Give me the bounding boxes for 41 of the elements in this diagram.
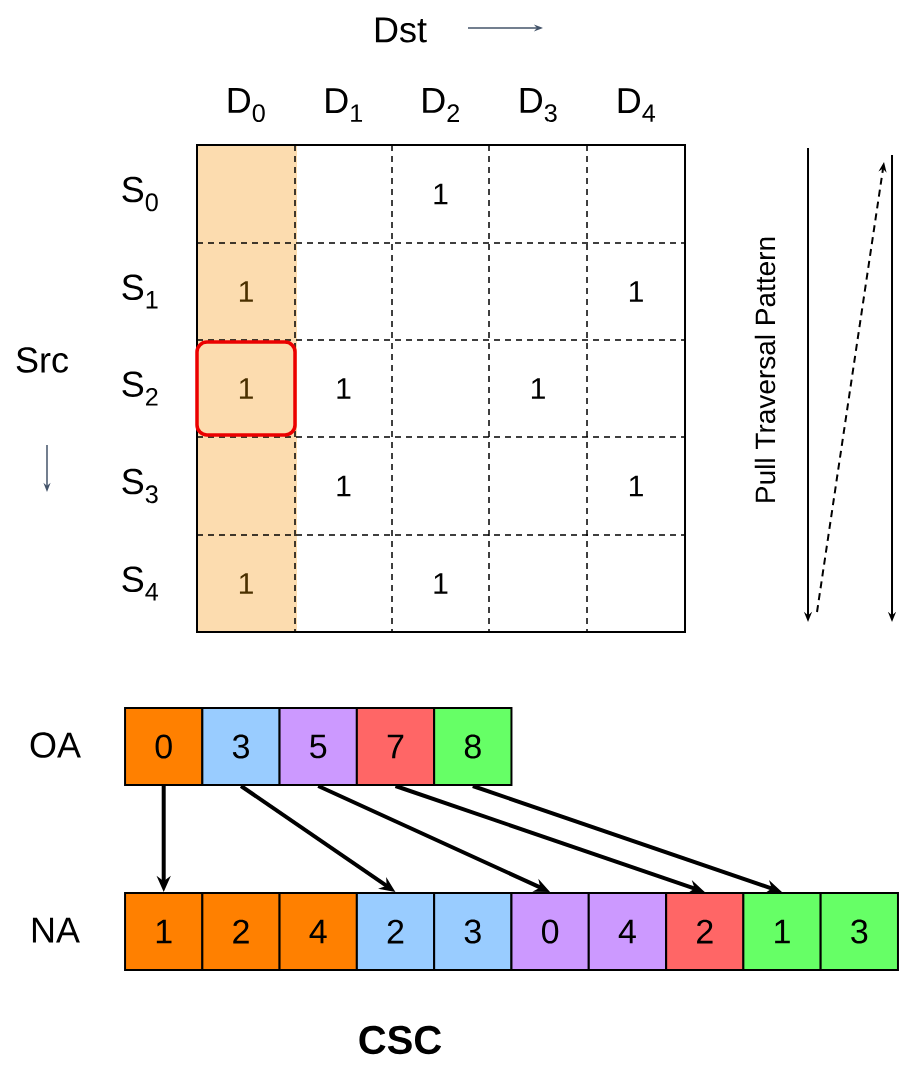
array-cell: 7 <box>355 707 436 786</box>
column-header: D$_{0}$ <box>228 88 265 122</box>
array-cell: 2 <box>665 892 745 971</box>
array-cell: 0 <box>510 892 590 971</box>
array-cell: 1 <box>124 892 204 971</box>
array-cell: 0 <box>124 707 204 786</box>
matrix-entry: 1 <box>434 573 448 594</box>
highlighted-cell: 1 <box>195 340 297 437</box>
column-header: D$_{2}$ <box>423 88 459 122</box>
matrix-entry: 1 <box>337 475 351 497</box>
row-header: S$_{0}$ <box>122 176 158 212</box>
array-label: NA <box>32 917 80 943</box>
axis-label: Src <box>16 347 69 373</box>
array-cell: 1 <box>742 892 822 971</box>
matrix-entry: 1 <box>337 378 351 399</box>
rotated-label: Pull Traversal Pattern <box>754 237 776 502</box>
caption: CSC <box>359 1025 442 1055</box>
row-header: S$_{4}$ <box>122 566 159 601</box>
array-label: OA <box>30 732 81 758</box>
row-header: S$_{2}$ <box>122 371 158 406</box>
array-cell: 3 <box>433 892 513 971</box>
column-header: D$_{3}$ <box>520 88 557 122</box>
axis-label: Dst <box>375 17 427 43</box>
row-header: S$_{1}$ <box>122 274 158 309</box>
matrix-entry: 1 <box>629 281 643 302</box>
matrix-entry: 1 <box>434 183 448 205</box>
array-cell: 3 <box>819 892 899 971</box>
matrix-entry: 1 <box>629 475 643 497</box>
matrix-entry: 1 <box>239 281 253 302</box>
column-header: D$_{4}$ <box>618 88 656 122</box>
array-cell: 5 <box>278 707 358 786</box>
array-cell: 2 <box>355 892 436 971</box>
row-header: S$_{3}$ <box>122 468 158 504</box>
matrix-entry: 1 <box>531 378 545 399</box>
column-header: D$_{1}$ <box>326 88 363 122</box>
matrix-entry: 1 <box>239 573 253 594</box>
array-cell: 4 <box>278 892 358 971</box>
array-cell: 2 <box>201 892 281 971</box>
array-cell: 3 <box>201 707 281 786</box>
array-cell: 4 <box>587 892 668 971</box>
array-cell: 8 <box>433 707 513 786</box>
